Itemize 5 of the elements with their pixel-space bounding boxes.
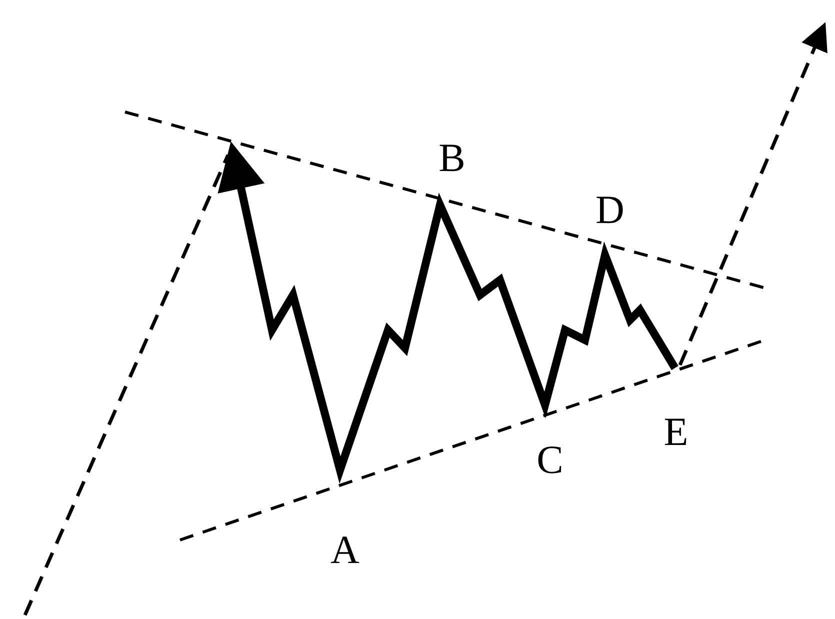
point-label: A — [330, 530, 360, 570]
point-label: B — [438, 138, 466, 178]
point-label: C — [536, 440, 564, 480]
point-label: E — [664, 412, 688, 452]
point-label: D — [596, 190, 624, 230]
